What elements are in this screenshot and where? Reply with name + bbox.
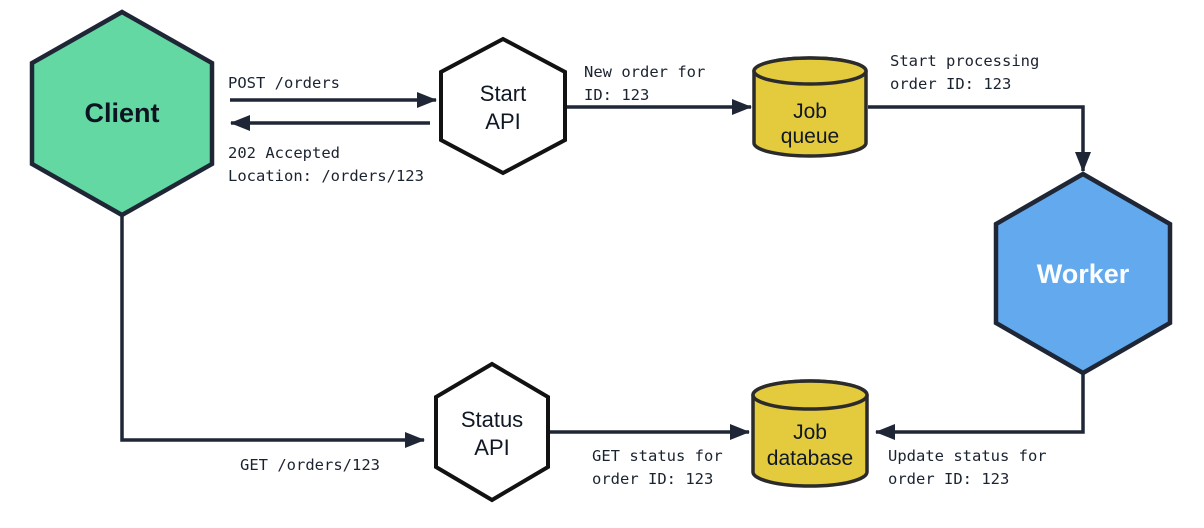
node-start-api-label-line1: Start <box>480 81 526 106</box>
node-client-shape <box>29 9 215 218</box>
node-status-api-label-line1: Status <box>461 407 523 432</box>
node-start-api-shape <box>439 36 567 176</box>
edge-202-accepted: 202 Accepted Location: /orders/123 <box>228 115 430 185</box>
edge-update-status-line <box>875 374 1085 440</box>
node-job-queue-label-line2: queue <box>781 125 839 148</box>
edge-new-order: New order for ID: 123 <box>566 63 752 115</box>
edge-start-processing-label-line1: Start processing <box>890 52 1039 70</box>
edge-get-status-label-line1: GET status for <box>592 447 723 465</box>
edge-get-status: GET status for order ID: 123 <box>549 424 750 488</box>
node-job-queue-lid <box>752 56 868 86</box>
node-job-queue-label-line1: Job <box>793 100 827 123</box>
node-job-queue: Job queue <box>752 56 868 158</box>
node-status-api-shape <box>434 361 550 503</box>
node-status-api: Status API <box>434 361 550 503</box>
edge-update-status-label-line2: order ID: 123 <box>888 470 1009 488</box>
node-job-database: Job database <box>751 379 869 488</box>
edge-start-processing-label-line2: order ID: 123 <box>890 75 1011 93</box>
node-worker-shape <box>993 171 1173 376</box>
edge-get-orders-label: GET /orders/123 <box>240 456 380 474</box>
node-start-api-label-line2: API <box>485 109 520 134</box>
edge-start-processing: Start processing order ID: 123 <box>868 52 1091 172</box>
node-worker: Worker <box>993 171 1173 376</box>
node-client-label: Client <box>84 98 159 128</box>
edge-new-order-label-line1: New order for <box>584 63 705 81</box>
edge-get-orders-line <box>120 215 425 448</box>
node-start-api: Start API <box>439 36 567 176</box>
node-job-database-label-line1: Job <box>793 421 827 444</box>
edge-202-accepted-label-line2: Location: /orders/123 <box>228 167 424 185</box>
node-status-api-label-line2: API <box>474 435 509 460</box>
edge-update-status-label-line1: Update status for <box>888 447 1047 465</box>
edge-get-orders: GET /orders/123 <box>120 215 425 474</box>
node-client: Client <box>29 9 215 218</box>
edge-new-order-label-line2: ID: 123 <box>584 86 649 104</box>
edge-202-accepted-label-line1: 202 Accepted <box>228 144 340 162</box>
node-worker-label: Worker <box>1037 259 1130 289</box>
edge-update-status: Update status for order ID: 123 <box>875 374 1085 488</box>
edge-get-status-label-line2: order ID: 123 <box>592 470 713 488</box>
edge-post-orders: POST /orders <box>228 74 437 108</box>
node-job-database-label-line2: database <box>767 447 853 470</box>
edge-post-orders-label: POST /orders <box>228 74 340 92</box>
edge-start-processing-line <box>868 105 1091 172</box>
node-job-database-lid <box>751 379 869 411</box>
